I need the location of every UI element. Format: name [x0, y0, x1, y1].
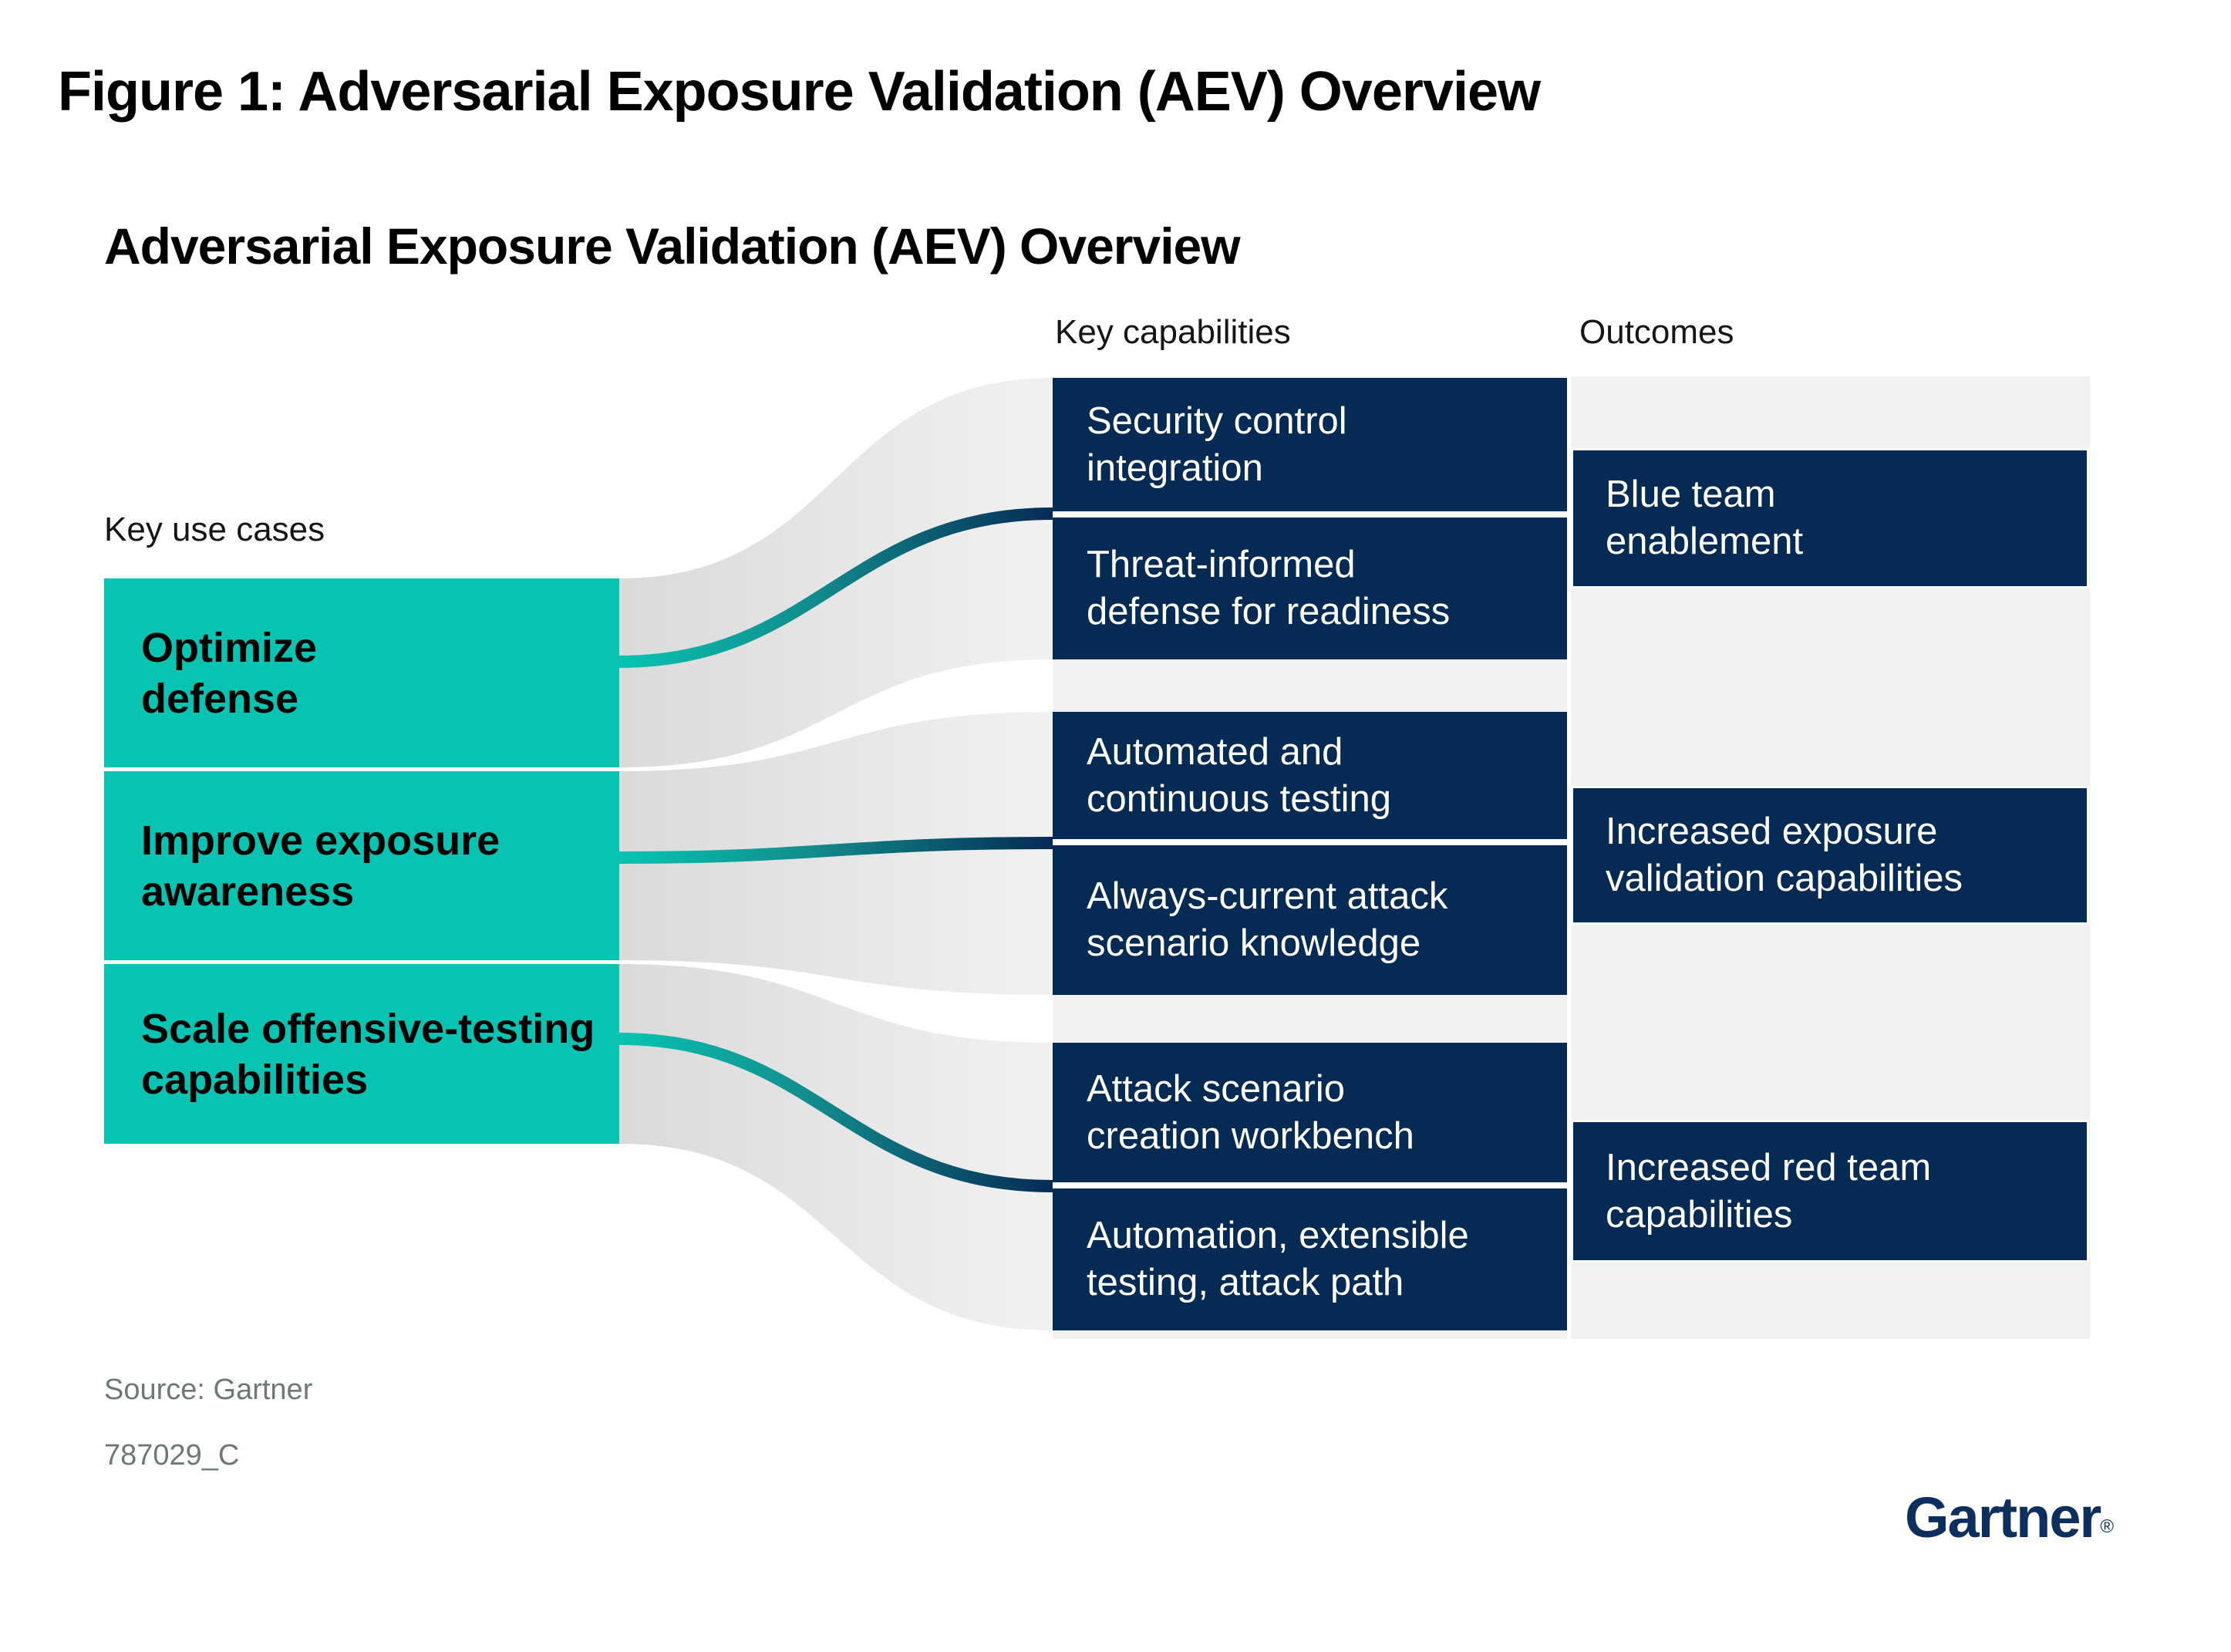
use-case-improve-exposure-awareness: Improve exposure awareness — [104, 771, 619, 960]
capability-label-line: defense for readiness — [1087, 591, 1451, 632]
outcome-label-line: Blue team — [1606, 474, 1776, 515]
capability-automation-extensible-testing: Automation, extensible testing, attack p… — [1053, 1188, 1567, 1330]
use-case-label-line: Scale offensive-testing — [141, 1005, 595, 1052]
capability-threat-informed-defense: Threat-informed defense for readiness — [1053, 518, 1567, 659]
capability-always-current-attack-scenario: Always-current attack scenario knowledge — [1053, 845, 1567, 995]
column-label-outcomes: Outcomes — [1579, 313, 1734, 351]
use-case-optimize-defense: Optimize defense — [104, 578, 619, 767]
outcome-label-line: Increased red team — [1606, 1146, 1932, 1188]
use-case-label-line: defense — [141, 675, 299, 722]
flow-ribbon-optimize-defense — [619, 378, 1053, 767]
registered-trademark-icon: ® — [2100, 1516, 2114, 1537]
flow-curve-scale-offensive — [618, 1033, 1053, 1192]
capability-label-line: Always-current attack — [1087, 875, 1448, 917]
capability-label-line: Security control — [1087, 400, 1347, 442]
capability-label-line: Attack scenario — [1087, 1067, 1345, 1110]
capability-label-line: Automation, extensible — [1087, 1215, 1469, 1256]
capability-label-line: integration — [1087, 447, 1263, 489]
source-attribution: Source: Gartner — [104, 1374, 313, 1406]
use-case-label-line: awareness — [141, 868, 355, 915]
use-case-label-line: Improve exposure — [141, 817, 500, 864]
flow-curve-improve-exposure — [618, 837, 1053, 864]
capability-pair-defense: Security control integration Threat-info… — [1053, 378, 1567, 659]
capability-label-line: continuous testing — [1087, 777, 1391, 820]
outcome-label-line: capabilities — [1606, 1193, 1793, 1236]
column-label-key-capabilities: Key capabilities — [1055, 313, 1291, 351]
gartner-logo-text: Gartner — [1905, 1485, 2101, 1549]
capability-label-line: Threat-informed — [1087, 544, 1356, 585]
outcome-label-line: validation capabilities — [1606, 858, 1963, 899]
use-case-scale-offensive-testing: Scale offensive-testing capabilities — [104, 964, 619, 1144]
capability-security-control-integration: Security control integration — [1053, 378, 1567, 511]
capability-label-line: Automated and — [1087, 730, 1343, 773]
capability-pair-offensive: Attack scenario creation workbench Autom… — [1053, 1043, 1567, 1330]
gartner-logo: Gartner® — [1905, 1485, 2114, 1550]
capability-pair-exposure: Automated and continuous testing Always-… — [1053, 712, 1567, 995]
outcome-increased-red-team: Increased red team capabilities — [1571, 1120, 2089, 1263]
capability-label-line: scenario knowledge — [1087, 922, 1421, 964]
capability-label-line: creation workbench — [1087, 1114, 1414, 1157]
outcome-blue-team-enablement: Blue team enablement — [1571, 448, 2089, 588]
capability-attack-scenario-workbench: Attack scenario creation workbench — [1053, 1043, 1567, 1182]
capability-label-line: testing, attack path — [1087, 1262, 1404, 1303]
flow-ribbon-scale-offensive — [619, 964, 1053, 1330]
outcome-label-line: enablement — [1606, 521, 1804, 562]
outcome-increased-exposure-validation: Increased exposure validation capabiliti… — [1571, 786, 2089, 925]
use-case-label-line: capabilities — [141, 1056, 369, 1103]
use-case-label-line: Optimize — [141, 624, 318, 671]
figure-title: Figure 1: Adversarial Exposure Validatio… — [58, 61, 1541, 123]
column-label-key-use-cases: Key use cases — [104, 511, 325, 548]
capability-automated-continuous-testing: Automated and continuous testing — [1053, 712, 1567, 839]
outcome-label-line: Increased exposure — [1606, 811, 1938, 852]
diagram-title: Adversarial Exposure Validation (AEV) Ov… — [104, 217, 1241, 275]
document-code: 787029_C — [104, 1439, 240, 1472]
flow-curve-optimize-defense — [618, 507, 1053, 668]
